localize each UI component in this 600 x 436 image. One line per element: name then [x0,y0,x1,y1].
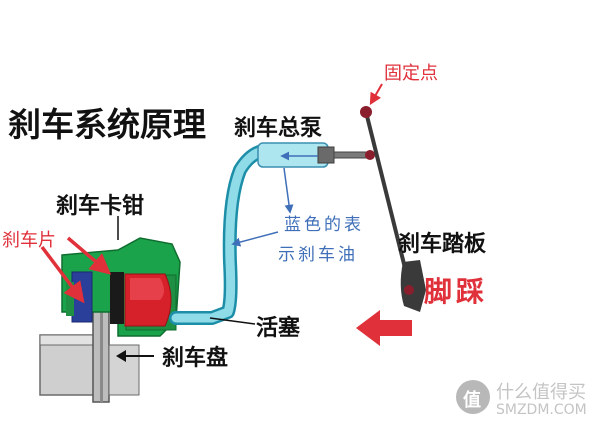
brake-pad-arrow-1 [40,245,85,304]
oil-annotation-line2: 示刹车油 [278,245,358,265]
brake-pad-annotation: 刹车片 [2,230,56,251]
caliper-label: 刹车卡钳 [56,194,145,219]
brake-oil-line-outline [169,143,277,325]
master-cylinder-label: 刹车总泵 [234,116,323,141]
watermark-text-cn: 什么值得买 [496,382,586,403]
oil-flow-arrow-3 [231,231,279,247]
brake-pad-outer [110,272,124,324]
brake-pad-arrow-2 [66,236,112,275]
push-arrow [356,310,412,346]
fixed-point-annotation: 固定点 [384,63,438,84]
master-cylinder [257,142,375,168]
watermark-logo-glyph: 值 [463,390,481,411]
diagram-title: 刹车系统原理 [8,105,206,144]
piston-label: 活塞 [256,316,301,341]
piston-leader-line [209,317,256,325]
disc-label: 刹车盘 [162,346,229,371]
oil-flow-arrow-2 [283,167,294,214]
oil-annotation-line1: 蓝色的表 [284,215,364,235]
pedal-label: 刹车踏板 [398,232,487,257]
watermark-text-en: SMZDM.COM [496,402,587,418]
pivot-fixed-point [360,106,372,118]
fixed-point-arrow [369,83,383,106]
brake-pedal [360,106,426,312]
watermark-logo [456,380,490,414]
brake-oil-line [171,145,275,323]
foot-annotation: 脚踩 [424,275,489,308]
caliper-piston [124,273,172,327]
brake-pad-inner [71,271,93,323]
